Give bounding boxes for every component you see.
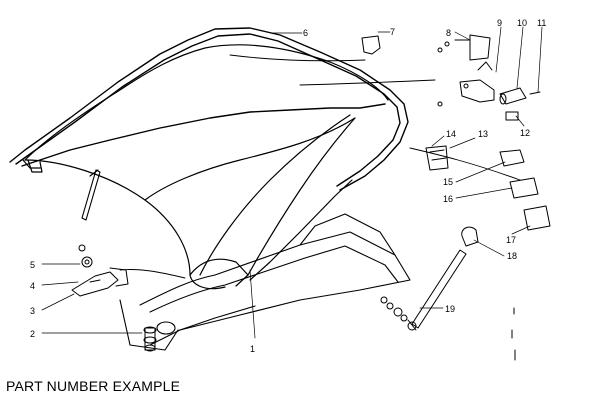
hinge-assembly bbox=[71, 244, 157, 352]
callout-9: 9 bbox=[497, 18, 502, 28]
cables bbox=[119, 54, 521, 279]
fabric-top bbox=[22, 44, 389, 290]
callout-6: 6 bbox=[303, 28, 308, 38]
callout-2: 2 bbox=[30, 329, 35, 339]
caption: PART NUMBER EXAMPLE bbox=[6, 378, 181, 394]
callout-3: 3 bbox=[30, 306, 35, 316]
callout-numbers: 1 2 3 4 5 6 7 8 9 10 11 12 13 14 15 16 1… bbox=[30, 18, 546, 354]
right-parts bbox=[361, 34, 551, 361]
callout-16: 16 bbox=[443, 194, 453, 204]
leader-lines bbox=[41, 26, 543, 339]
left-strut bbox=[81, 169, 101, 221]
callout-1: 1 bbox=[250, 344, 255, 354]
callout-11: 11 bbox=[537, 18, 546, 28]
callout-10: 10 bbox=[517, 18, 527, 28]
car-body bbox=[119, 213, 411, 351]
callout-4: 4 bbox=[30, 281, 35, 291]
callout-8: 8 bbox=[446, 28, 451, 38]
callout-13: 13 bbox=[478, 129, 488, 139]
callout-5: 5 bbox=[30, 260, 35, 270]
callout-7: 7 bbox=[390, 27, 395, 37]
callout-17: 17 bbox=[506, 235, 516, 245]
callout-14: 14 bbox=[446, 129, 456, 139]
parts-diagram: 1 2 3 4 5 6 7 8 9 10 11 12 13 14 15 16 1… bbox=[9, 18, 551, 361]
callout-19: 19 bbox=[445, 304, 455, 314]
callout-18: 18 bbox=[507, 251, 517, 261]
callout-15: 15 bbox=[443, 177, 453, 187]
top-frame bbox=[9, 27, 409, 191]
callout-12: 12 bbox=[520, 128, 530, 138]
